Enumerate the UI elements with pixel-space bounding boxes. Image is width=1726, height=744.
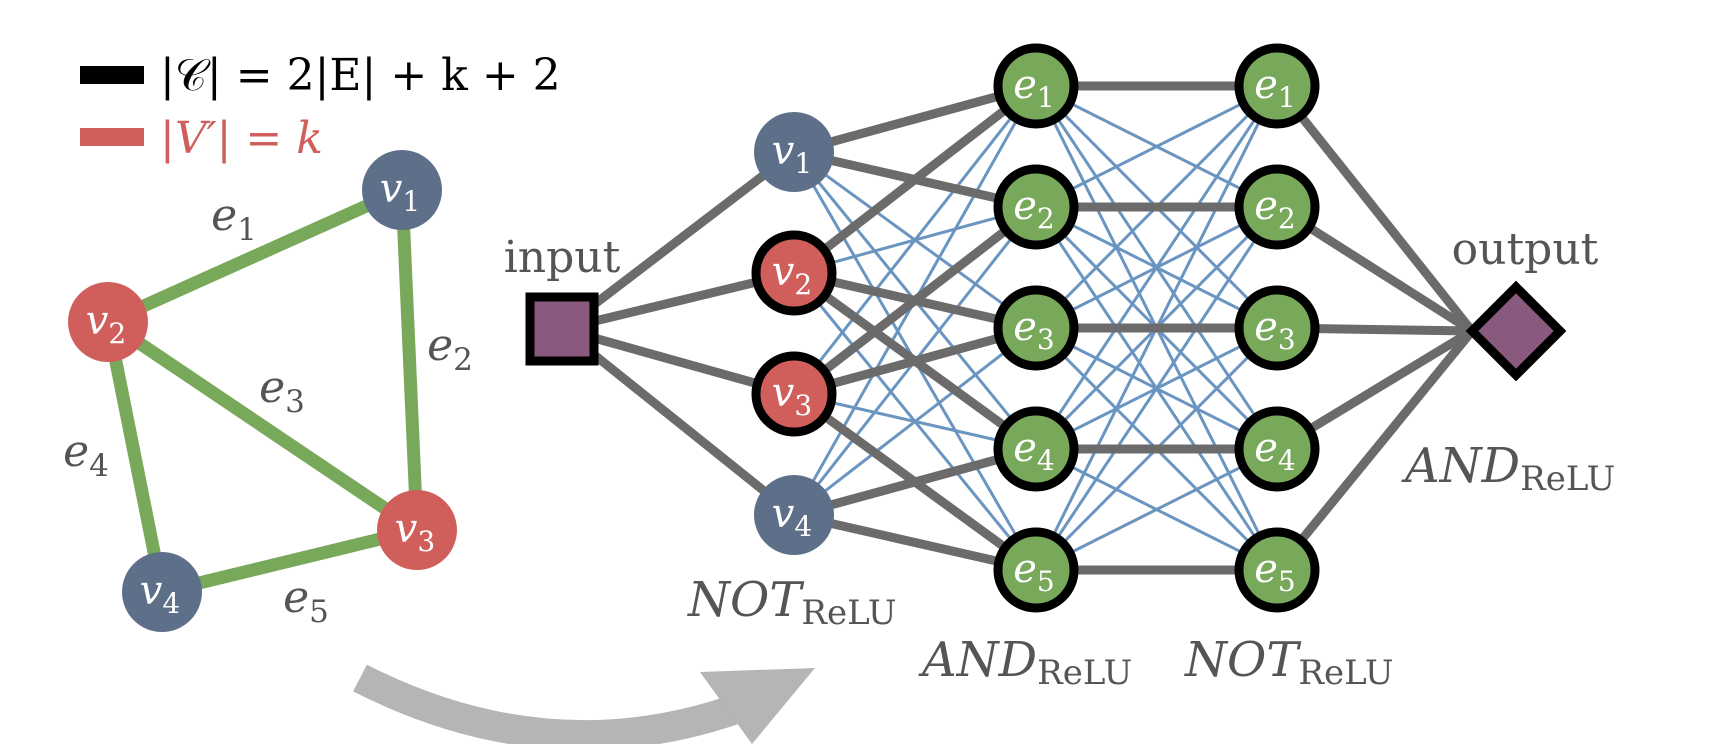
net-edge-node-2-e3: [1234, 285, 1320, 371]
net-blue-edge: [1035, 447, 1278, 572]
output-diamond: [1465, 280, 1567, 382]
graph-edge-e1: [105, 184, 405, 328]
vertex-layer-label: NOTReLU: [687, 572, 896, 633]
net-edge-node-1-e3: [993, 285, 1079, 371]
net-edge-label-2-e5: e5: [1254, 546, 1296, 598]
net-edge-node-1-e5: [993, 527, 1079, 613]
layer-labels: NOTReLU ANDReLU NOTReLU ANDReLU: [687, 438, 1615, 693]
net-blue-edge: [1034, 85, 1279, 450]
graph-edge-e3: [104, 316, 421, 536]
net-edge-label-1-e5: e5: [1013, 546, 1055, 598]
net-vertex-node-v2: [751, 230, 837, 316]
net-vertex-label-v1: v1: [772, 128, 812, 180]
transform-arrow-shaft: [353, 664, 766, 744]
net-edge-label-2-e2: e2: [1254, 183, 1296, 235]
graph-vertices: v1 v2 v3 v4: [68, 150, 457, 632]
net-gray-edge: [559, 325, 797, 519]
network-blue-edges: [792, 84, 1279, 572]
transform-arrow-head: [700, 668, 815, 744]
graph-edge-label-e3: e3: [259, 362, 305, 420]
graph-vertex-v2: [68, 282, 148, 362]
net-gray-edge: [791, 203, 1039, 398]
graph-edge-labels: e1 e2 e3 e4 e5: [63, 190, 473, 630]
net-edge-node-1-e1: [993, 43, 1079, 129]
output-node: output: [1452, 224, 1599, 382]
net-gray-edge: [559, 148, 797, 333]
legend: |𝒞| = 2|E| + k + 2 |V′| = k: [80, 50, 561, 164]
net-vertex-label-v4: v4: [772, 491, 812, 543]
legend-black-text: |𝒞| = 2|E| + k + 2: [160, 50, 561, 101]
legend-red-text: |V′| = k: [160, 113, 323, 164]
graph-vertex-v4: [122, 552, 202, 632]
net-blue-edge: [1035, 84, 1278, 209]
edge-layer-1-label: ANDReLU: [918, 632, 1132, 693]
net-vertex-node-v1: [754, 112, 834, 192]
net-gray-edge: [1273, 83, 1476, 334]
net-vertex-label-v3: v3: [772, 370, 812, 422]
graph-edge-label-e4: e4: [63, 426, 109, 484]
graph-vertex-v3: [377, 490, 457, 570]
input-node: input: [504, 232, 621, 366]
net-edge-label-2-e3: e3: [1254, 304, 1296, 356]
input-label: input: [504, 232, 621, 283]
graph-edge-label-e2: e2: [427, 320, 473, 378]
net-gray-edge: [791, 82, 1039, 277]
graph-edge-e2: [395, 189, 424, 531]
graph-vertex-label-v1: v1: [380, 166, 420, 218]
net-edge-label-1-e4: e4: [1013, 425, 1055, 477]
net-edge-node-1-e2: [993, 164, 1079, 250]
graph-edge-e4: [101, 320, 169, 594]
output-label: output: [1452, 224, 1599, 275]
legend-red-swatch: [80, 128, 144, 146]
net-edge-node-2-e1: [1234, 43, 1320, 129]
network-nodes: v1 v2 v3 v4 e1 e2 e3 e4 e5 e1 e2 e3 e4 e5: [751, 43, 1320, 613]
net-edge-node-1-e4: [993, 406, 1079, 492]
graph-edges: [101, 184, 424, 599]
graph-vertex-label-v3: v3: [395, 506, 435, 558]
net-gray-edge: [1273, 328, 1476, 573]
legend-black-swatch: [80, 66, 144, 84]
net-edge-node-2-e2: [1234, 164, 1320, 250]
net-edge-label-1-e2: e2: [1013, 183, 1055, 235]
graph-edge-label-e5: e5: [283, 572, 329, 630]
graph-vertex-v1: [362, 150, 442, 230]
net-edge-label-2-e4: e4: [1254, 425, 1296, 477]
graph-vertex-label-v2: v2: [86, 298, 126, 350]
output-layer-label: ANDReLU: [1401, 438, 1615, 499]
net-edge-label-1-e3: e3: [1013, 304, 1055, 356]
net-vertex-label-v2: v2: [772, 249, 812, 301]
net-edge-node-2-e5: [1234, 527, 1320, 613]
net-vertex-node-v3: [751, 351, 837, 437]
net-vertex-node-v4: [754, 475, 834, 555]
edge-layer-2-label: NOTReLU: [1184, 632, 1393, 693]
transform-arrow: [353, 664, 815, 744]
net-blue-edge: [793, 326, 1037, 517]
net-edge-label-1-e1: e1: [1013, 62, 1055, 114]
net-edge-label-2-e1: e1: [1254, 62, 1296, 114]
net-edge-node-2-e4: [1234, 406, 1320, 492]
graph-edge-e5: [160, 523, 419, 599]
graph-vertex-label-v4: v4: [140, 568, 180, 620]
net-blue-edge: [1034, 206, 1279, 571]
graph-edge-label-e1: e1: [211, 190, 257, 248]
input-square: [525, 292, 599, 366]
net-blue-edge: [792, 85, 1038, 395]
